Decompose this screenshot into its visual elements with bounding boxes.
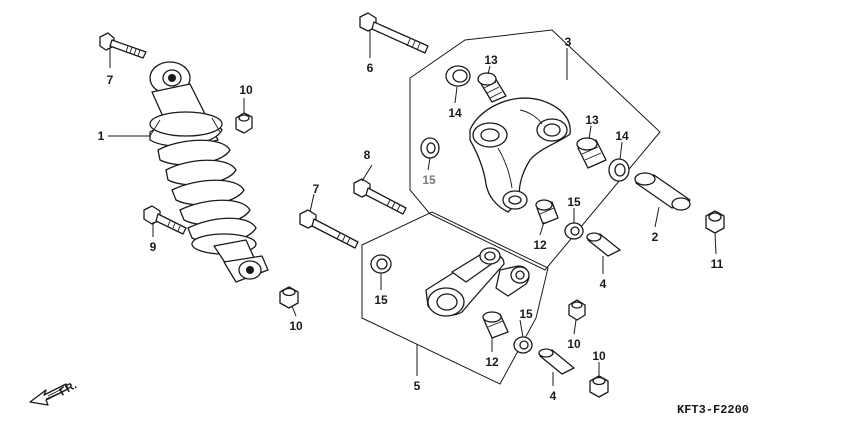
leader-lines [108,30,717,386]
seal-15-mid[interactable] [564,222,584,240]
label-9: 9 [150,240,157,254]
bolt-7-mid[interactable] [299,209,359,249]
label-8: 8 [364,148,371,162]
bearing-12-mid[interactable] [535,199,559,225]
label-15-low: 15 [519,307,533,321]
cushion-arm-group-outline [409,29,661,271]
bolt-8[interactable] [353,178,407,215]
label-5: 5 [414,379,421,393]
nut-10-left[interactable] [279,286,299,309]
label-12-mid: 12 [533,238,547,252]
collar-4b[interactable] [538,348,575,375]
label-4-upper: 4 [600,277,607,291]
nut-10-mid[interactable] [568,299,586,321]
connecting-rod-group-outline [361,211,549,385]
bearing-12-low[interactable] [482,311,509,339]
bearing-13-top[interactable] [477,72,507,103]
bearing-13-right[interactable] [576,137,607,169]
label-4-lower: 4 [550,389,557,403]
label-7-top: 7 [107,73,114,87]
bolt-6[interactable] [359,12,429,54]
label-10-mid: 10 [567,337,581,351]
front-direction-label: FR. [58,379,79,398]
seal-15-low[interactable] [513,336,533,354]
label-2: 2 [652,230,659,244]
bolt-9[interactable] [143,205,187,235]
diagram-code: KFT3-F2200 [677,403,749,417]
seal-15-left[interactable] [420,137,440,159]
nut-10-bottom[interactable] [589,375,609,398]
collar-2[interactable] [634,172,691,211]
label-10-bottom: 10 [592,349,606,363]
label-3: 3 [565,35,572,49]
label-7-mid: 7 [313,182,320,196]
label-13-top: 13 [484,53,498,67]
seal-15-link[interactable] [370,254,392,274]
label-13-right: 13 [585,113,599,127]
label-15-mid: 15 [567,195,581,209]
shock-absorber[interactable] [149,61,269,283]
label-10-left: 10 [289,319,303,333]
label-11: 11 [711,257,724,271]
label-10-top: 10 [239,83,253,97]
collar-4a[interactable] [586,232,621,257]
seal-14-right[interactable] [608,158,630,182]
bolt-7-top[interactable] [99,32,147,59]
label-1: 1 [98,129,105,143]
label-14-right: 14 [615,129,629,143]
nut-10-top[interactable] [235,112,253,134]
label-15-link: 15 [374,293,388,307]
nut-11[interactable] [705,210,725,234]
seal-14-top[interactable] [445,65,471,87]
cushion-arm[interactable] [469,97,571,213]
label-6: 6 [367,61,374,75]
front-direction-arrow-icon [29,383,69,406]
label-12-low: 12 [485,355,499,369]
label-14-top: 14 [448,106,462,120]
label-15-left: 15 [422,173,436,187]
connecting-rod[interactable] [425,247,530,317]
